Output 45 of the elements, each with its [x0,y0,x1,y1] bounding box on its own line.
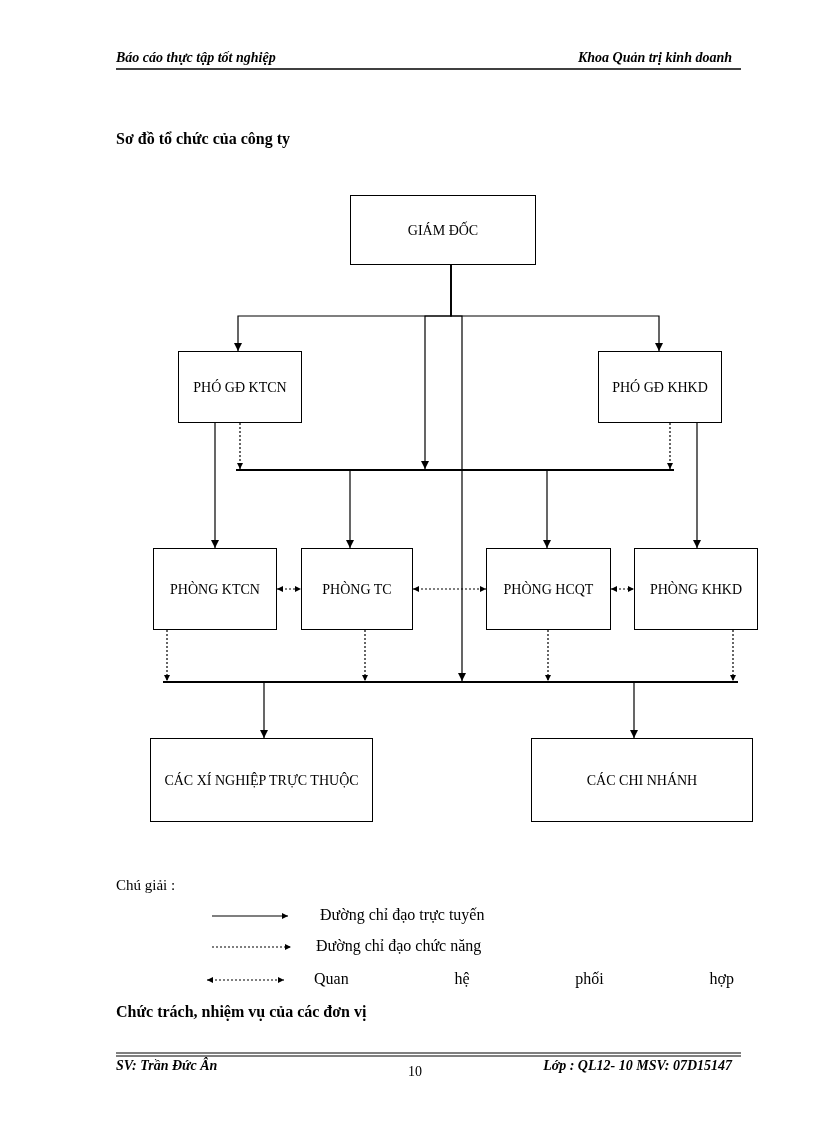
dotted-arrow [362,629,368,682]
unit-name: CÁC XÍ NGHIỆP TRỰC THUỘC [163,771,360,789]
dotted-arrow [610,586,635,592]
arrow [450,264,466,682]
arrow [630,682,638,739]
unit-name: GIÁM ĐỐC [406,221,480,239]
unit-name: PHÒNG TC [321,580,393,598]
dotted-arrow [276,586,302,592]
org-unit-box [178,351,302,423]
org-unit-box [301,548,413,630]
org-unit-box [486,548,611,630]
legend-text: Đường chỉ đạo trực tuyến [320,906,485,924]
unit-name: PHÒNG KTCN [169,580,261,598]
arrow [260,682,268,739]
dotted-arrow [164,629,170,682]
unit-name: CÁC CHI NHÁNH [585,771,699,789]
section-heading: Sơ đồ tổ chức của công ty [116,130,290,148]
org-unit-box [531,738,753,822]
arrow [543,470,551,549]
unit-name: PHÓ GĐ KHKD [611,378,709,396]
arrow [211,422,219,549]
org-unit-box [634,548,758,630]
arrow [693,422,701,549]
page-number: 10 [408,1064,422,1080]
footer-text: SV: Trần Đức Ân [116,1058,218,1074]
unit-name: PHÒNG KHKD [648,580,744,598]
dotted-arrow [730,629,736,682]
legend-text: Đường chỉ đạo chức năng [316,937,482,955]
unit-name: PHÒNG HCQT [502,580,595,598]
dotted-arrow [545,629,551,682]
org-unit-box [598,351,722,423]
arrow [346,470,354,549]
org-unit-box [150,738,373,822]
section-heading: Chức trách, nhiệm vụ của các đơn vị [116,1003,367,1021]
unit-name: PHÓ GĐ KTCN [192,378,288,396]
header-text: Báo cáo thực tập tốt nghiệp [116,50,276,66]
dotted-arrow [412,586,487,592]
header-text: Khoa Quản trị kinh doanh [577,50,732,66]
dotted-arrow [667,422,673,470]
org-unit-box [153,548,277,630]
legend-heading: Chú giải : [116,877,176,894]
legend-text: Quan hệ phối hợp [314,970,734,988]
footer-text: Lớp : QL12- 10 MSV: 07D15147 [543,1058,732,1074]
org-unit-box [350,195,536,265]
dotted-arrow [237,422,243,470]
